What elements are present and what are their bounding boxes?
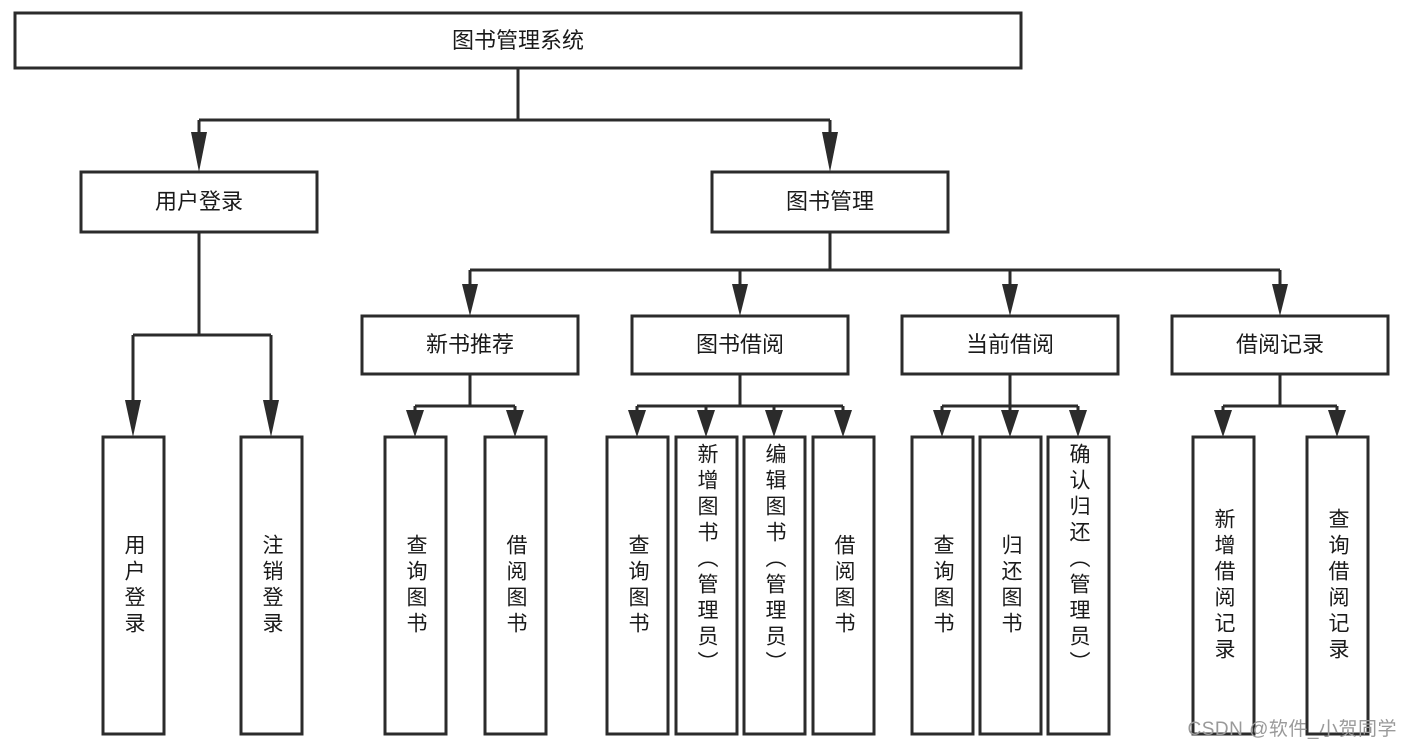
node-current-borrow-label: 当前借阅	[966, 332, 1054, 357]
leaf-confirm-return-label: 确认归还（管理员）	[1067, 443, 1090, 677]
arrow-book-borrow-leaf-3	[765, 410, 783, 437]
leaf-query-book-3-label: 查询图书	[931, 533, 954, 638]
arrow-book-manage-to-current-borrow	[1002, 284, 1018, 316]
arrow-borrow-record-leaf-2	[1328, 410, 1346, 437]
leaf-borrow-book-2[interactable]	[811, 435, 876, 736]
leaf-query-record-box[interactable]	[1305, 435, 1370, 736]
leaf-confirm-return[interactable]	[1046, 435, 1111, 736]
arrow-current-borrow-leaf-3	[1069, 410, 1087, 437]
leaf-add-book-label: 新增图书（管理员）	[695, 443, 718, 677]
node-current-borrow[interactable]: 当前借阅	[900, 314, 1120, 376]
leaf-query-book-3-box[interactable]	[910, 435, 975, 736]
leaf-borrow-book-1[interactable]	[483, 435, 548, 736]
leaf-add-book-label-wrap: 新增图书（管理员）	[695, 443, 718, 677]
leaf-add-record-label: 新增借阅记录	[1212, 507, 1235, 664]
node-borrow-record[interactable]: 借阅记录	[1170, 314, 1390, 376]
leaf-query-book-2-box[interactable]	[605, 435, 670, 736]
arrow-root-to-user-login	[191, 132, 207, 172]
arrow-current-borrow-leaf-1	[933, 410, 951, 437]
leaf-edit-book-label: 编辑图书（管理员）	[763, 443, 786, 677]
node-book-borrow[interactable]: 图书借阅	[630, 314, 850, 376]
leaf-add-book[interactable]	[674, 435, 739, 736]
leaf-edit-book-label-wrap: 编辑图书（管理员）	[763, 443, 786, 677]
leaf-add-record-box[interactable]	[1191, 435, 1256, 736]
arrow-new-book-leaf-2	[506, 410, 524, 437]
node-book-manage-box[interactable]	[710, 170, 950, 234]
leaf-borrow-book-2-box[interactable]	[811, 435, 876, 736]
node-root[interactable]: 图书管理系统	[13, 11, 1023, 70]
connector-layer	[125, 68, 1346, 437]
leaf-return-book-box[interactable]	[978, 435, 1043, 736]
leaf-query-book-1-label: 查询图书	[404, 533, 427, 638]
leaf-confirm-return-box[interactable]	[1046, 435, 1111, 736]
leaf-user-login[interactable]	[101, 435, 166, 736]
leaf-add-record-label-wrap: 新增借阅记录	[1212, 507, 1235, 664]
node-user-login[interactable]: 用户登录	[79, 170, 319, 234]
leaf-query-book-2-label-wrap: 查询图书	[626, 533, 649, 638]
leaf-user-logout-label-wrap: 注销登录	[260, 533, 283, 638]
leaf-query-book-2[interactable]	[605, 435, 670, 736]
leaf-user-login-label-wrap: 用户登录	[122, 533, 145, 638]
node-user-login-box[interactable]	[79, 170, 319, 234]
arrow-book-borrow-leaf-1	[628, 410, 646, 437]
node-new-book-recommend[interactable]: 新书推荐	[360, 314, 580, 376]
leaf-query-record[interactable]	[1305, 435, 1370, 736]
leaf-return-book-label: 归还图书	[999, 533, 1022, 638]
leaf-query-book-3-label-wrap: 查询图书	[931, 533, 954, 638]
arrow-root-to-book-manage	[822, 132, 838, 172]
node-user-login-label: 用户登录	[155, 189, 243, 214]
leaf-return-book-label-wrap: 归还图书	[999, 533, 1022, 638]
leaf-borrow-book-1-label: 借阅图书	[504, 533, 527, 638]
node-book-borrow-box[interactable]	[630, 314, 850, 376]
arrow-book-borrow-leaf-2	[697, 410, 715, 437]
node-borrow-record-box[interactable]	[1170, 314, 1390, 376]
leaf-user-login-label: 用户登录	[122, 533, 145, 638]
arrow-book-manage-to-book-borrow	[732, 284, 748, 316]
leaf-borrow-book-1-box[interactable]	[483, 435, 548, 736]
leaf-user-logout[interactable]	[239, 435, 304, 736]
leaf-query-book-1-box[interactable]	[383, 435, 448, 736]
node-root-label: 图书管理系统	[452, 28, 584, 53]
node-book-manage[interactable]: 图书管理	[710, 170, 950, 234]
leaf-add-book-box[interactable]	[674, 435, 739, 736]
leaf-return-book[interactable]	[978, 435, 1043, 736]
node-current-borrow-box[interactable]	[900, 314, 1120, 376]
arrow-book-manage-to-borrow-record	[1272, 284, 1288, 316]
leaf-edit-book-box[interactable]	[742, 435, 807, 736]
leaf-query-book-2-label: 查询图书	[626, 533, 649, 638]
node-new-book-recommend-label: 新书推荐	[426, 332, 514, 357]
leaf-user-logout-label: 注销登录	[260, 533, 283, 638]
leaf-query-record-label-wrap: 查询借阅记录	[1326, 507, 1349, 664]
leaf-borrow-book-2-label-wrap: 借阅图书	[832, 533, 855, 638]
arrow-borrow-record-leaf-1	[1214, 410, 1232, 437]
leaf-query-book-3[interactable]	[910, 435, 975, 736]
arrow-user-login-leaf-2	[263, 400, 279, 437]
leaf-query-book-1[interactable]	[383, 435, 448, 736]
node-borrow-record-label: 借阅记录	[1236, 332, 1324, 357]
arrow-book-manage-to-new-book	[462, 284, 478, 316]
leaf-user-login-box[interactable]	[101, 435, 166, 736]
leaf-borrow-book-2-label: 借阅图书	[832, 533, 855, 638]
arrow-current-borrow-leaf-2	[1001, 410, 1019, 437]
node-new-book-recommend-box[interactable]	[360, 314, 580, 376]
arrow-book-borrow-leaf-4	[834, 410, 852, 437]
leaf-edit-book[interactable]	[742, 435, 807, 736]
node-root-box[interactable]	[13, 11, 1023, 70]
node-book-borrow-label: 图书借阅	[696, 332, 784, 357]
leaf-query-record-label: 查询借阅记录	[1326, 507, 1349, 664]
leaf-query-book-1-label-wrap: 查询图书	[404, 533, 427, 638]
leaf-confirm-return-label-wrap: 确认归还（管理员）	[1067, 443, 1090, 677]
arrow-user-login-leaf-1	[125, 400, 141, 437]
leaf-add-record[interactable]	[1191, 435, 1256, 736]
arrow-new-book-leaf-1	[406, 410, 424, 437]
leaf-user-logout-box[interactable]	[239, 435, 304, 736]
leaf-borrow-book-1-label-wrap: 借阅图书	[504, 533, 527, 638]
node-book-manage-label: 图书管理	[786, 189, 874, 214]
